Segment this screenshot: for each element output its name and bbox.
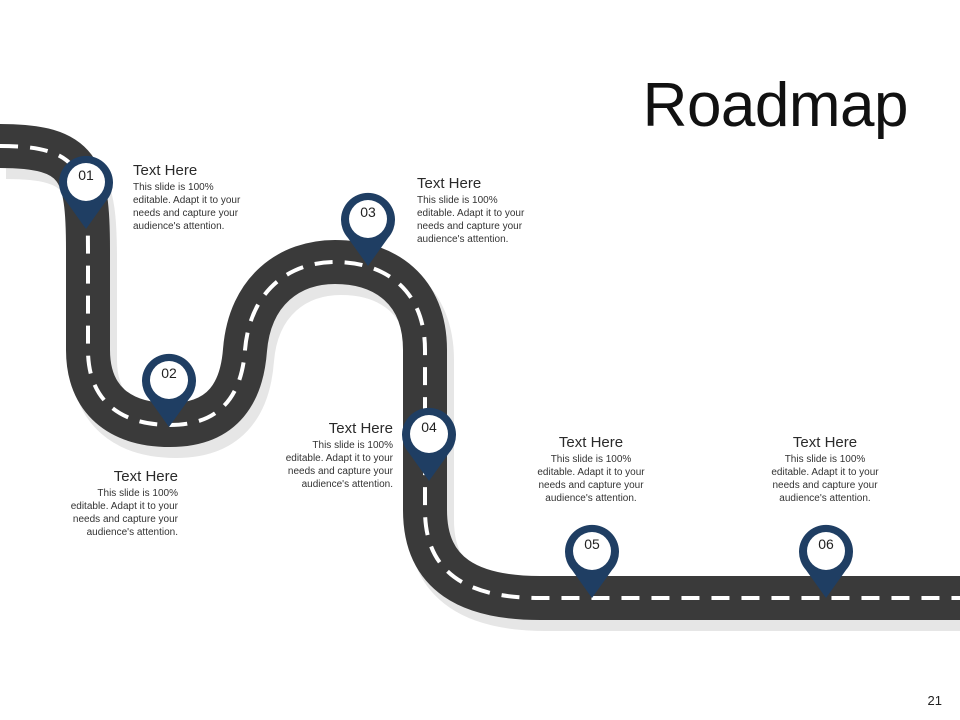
marker-number: 03 [360, 204, 376, 220]
page-number: 21 [927, 693, 942, 708]
step-heading: Text Here [133, 162, 198, 179]
step-05-text: Text Here This slide is 100% editable. A… [536, 434, 646, 505]
marker-number: 04 [421, 419, 437, 435]
marker-06: 06 [798, 524, 854, 600]
step-01-text: Text Here This slide is 100% editable. A… [133, 162, 243, 233]
map-pin-icon [402, 407, 456, 481]
step-02-text: Text Here This slide is 100% editable. A… [68, 468, 178, 539]
step-description: This slide is 100% editable. Adapt it to… [537, 454, 645, 504]
map-pin-icon [565, 524, 619, 598]
marker-05: 05 [564, 524, 620, 600]
step-description: This slide is 100% editable. Adapt it to… [70, 488, 178, 538]
step-heading: Text Here [558, 434, 624, 451]
marker-number: 01 [78, 167, 94, 183]
marker-01: 01 [58, 155, 114, 231]
marker-04: 04 [401, 407, 457, 483]
step-description: This slide is 100% editable. Adapt it to… [771, 454, 879, 504]
marker-number: 05 [584, 536, 600, 552]
step-heading: Text Here [792, 434, 858, 451]
road-dashes [0, 144, 960, 600]
map-pin-icon [142, 353, 196, 427]
step-description: This slide is 100% editable. Adapt it to… [417, 195, 525, 245]
map-pin-icon [341, 192, 395, 266]
step-06-text: Text Here This slide is 100% editable. A… [770, 434, 880, 505]
step-description: This slide is 100% editable. Adapt it to… [285, 440, 393, 490]
marker-number: 06 [818, 536, 834, 552]
step-description: This slide is 100% editable. Adapt it to… [133, 182, 241, 232]
marker-number: 02 [161, 365, 177, 381]
step-03-text: Text Here This slide is 100% editable. A… [417, 175, 527, 246]
step-04-text: Text Here This slide is 100% editable. A… [283, 420, 393, 491]
slide-title: Roadmap [642, 71, 909, 140]
step-heading: Text Here [113, 468, 178, 485]
marker-03: 03 [340, 192, 396, 268]
map-pin-icon [799, 524, 853, 598]
map-pin-icon [59, 155, 113, 229]
step-heading: Text Here [328, 420, 393, 437]
marker-02: 02 [141, 353, 197, 429]
step-heading: Text Here [417, 175, 482, 192]
